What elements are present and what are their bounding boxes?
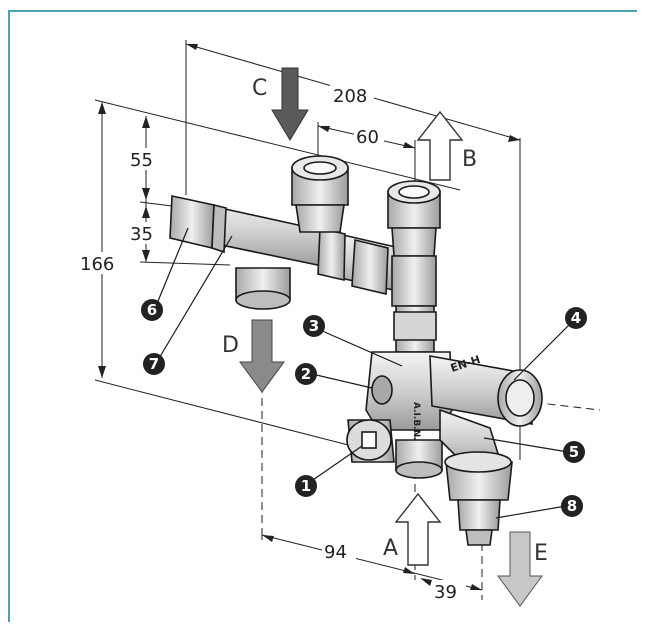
dim-overall-width: 208 <box>333 86 367 107</box>
flow-label-a: A <box>383 536 398 561</box>
dimension-labels: 208 60 55 35 166 94 39 <box>78 84 466 603</box>
valve-body <box>169 155 543 546</box>
dim-height-top: 55 <box>130 150 153 171</box>
flow-arrow-e: E <box>497 531 548 607</box>
part-badge-6: 6 <box>141 299 163 321</box>
flow-label-b: B <box>462 147 477 172</box>
flow-arrow-b: B <box>416 110 477 181</box>
flow-arrow-c: C <box>252 67 309 141</box>
part-badge-4: 4 <box>565 307 587 329</box>
part-badge-2-label: 2 <box>301 365 311 383</box>
part-badge-5-label: 5 <box>569 443 579 461</box>
dim-bottom-offset: 39 <box>434 582 457 603</box>
part-badge-8-label: 8 <box>567 497 577 515</box>
dim-bottom-width: 94 <box>324 542 347 563</box>
part-badge-6-label: 6 <box>147 301 157 319</box>
part-badge-4-label: 4 <box>571 309 581 327</box>
part-badge-5: 5 <box>563 441 585 463</box>
dim-total-height: 166 <box>80 254 114 275</box>
frame-top-border <box>8 10 637 12</box>
part-badge-7-label: 7 <box>149 355 159 373</box>
frame-left-border <box>8 10 10 622</box>
part-badge-3: 3 <box>303 315 325 337</box>
flow-label-c: C <box>252 76 267 101</box>
flow-label-d: D <box>222 333 239 358</box>
part-badge-8: 8 <box>561 495 583 517</box>
dim-height-mid: 35 <box>130 224 153 245</box>
part-badge-2: 2 <box>295 363 317 385</box>
part-badge-3-label: 3 <box>309 317 319 335</box>
part-badges: 1 2 3 4 5 6 7 8 <box>141 299 587 517</box>
callout-leaders <box>155 227 573 519</box>
dim-inlet-spacing: 60 <box>356 127 379 148</box>
flow-arrow-a: A <box>383 492 442 566</box>
flow-label-e: E <box>534 541 548 566</box>
part-badge-1: 1 <box>295 475 317 497</box>
side-label-text: A.I.B.N. <box>411 402 421 441</box>
part-badge-7: 7 <box>143 353 165 375</box>
flow-arrow-d: D <box>222 319 285 393</box>
dimension-arrowheads <box>98 44 520 590</box>
part-badge-1-label: 1 <box>301 477 311 495</box>
